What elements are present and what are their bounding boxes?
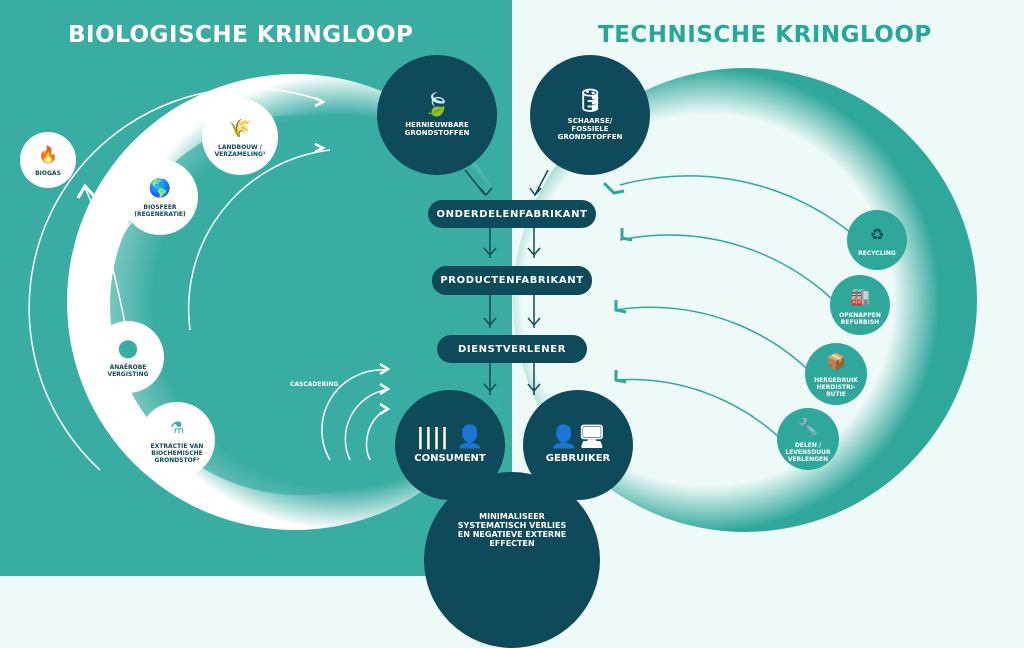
parts-manufacturer-step[interactable]: ONDERDELENFABRIKANT xyxy=(428,200,596,228)
minimise-losses-node[interactable]: MINIMALISEER SYSTEMATISCH VERLIES EN NEG… xyxy=(424,472,600,648)
flask-icon: ⚗ xyxy=(169,418,185,437)
renewable-resources-node[interactable]: 🍃 HERNIEUWBARE GRONDSTOFFEN xyxy=(377,55,497,175)
flow-arrows xyxy=(464,169,549,395)
reuse-node[interactable]: 📦 HERGEBRUIK HERDISTRI- BUTIE xyxy=(805,343,867,405)
biogas-node[interactable]: 🔥 BIOGAS xyxy=(20,132,76,188)
biological-cycle-title: BIOLOGISCHE KRINGLOOP xyxy=(68,22,414,48)
leaf-icon: 🍃 xyxy=(423,92,451,118)
cascading-label: CASCADERING xyxy=(290,381,339,388)
barcode-person-icon: |||| 👤 xyxy=(416,425,484,450)
anaerobic-digestion-node[interactable]: ⬤ ANAËROBE VERGISTING xyxy=(92,321,164,393)
factory-icon: 🏭 xyxy=(850,286,870,306)
wheat-fish-icon: 🌾 xyxy=(228,117,252,139)
oil-pump-icon: 🛢 xyxy=(576,88,604,114)
share-extend-node[interactable]: 🔧 DELEN / LEVENSDUUR VERLENGEN xyxy=(777,408,839,470)
agriculture-node[interactable]: 🌾 LANDBOUW / VERZAMELING¹ xyxy=(202,99,278,175)
biosphere-node[interactable]: 🌎 BIOSFEER (REGENERATIE) xyxy=(122,159,198,235)
technical-cycle-title: TECHNISCHE KRINGLOOP xyxy=(598,22,932,48)
service-provider-step[interactable]: DIENSTVERLENER xyxy=(437,335,587,363)
recycle-icon: ♻ xyxy=(869,225,885,244)
finite-resources-node[interactable]: 🛢 SCHAARSE/ FOSSIELE GRONDSTOFFEN xyxy=(530,55,650,175)
globe-icon: 🌎 xyxy=(148,177,172,199)
box-icon: 📦 xyxy=(826,352,846,371)
recycling-node[interactable]: ♻ RECYCLING xyxy=(847,210,907,270)
biochemical-extraction-node[interactable]: ⚗ EXTRACTIE VAN BIOCHEMISCHE GRONDSTOF² xyxy=(139,402,215,478)
flame-icon: 🔥 xyxy=(38,145,58,164)
product-manufacturer-step[interactable]: PRODUCTENFABRIKANT xyxy=(432,266,592,295)
person-computer-icon: 👤🖥 xyxy=(550,425,606,450)
refurbish-node[interactable]: 🏭 OPKNAPPEN REFURBISH xyxy=(830,275,890,335)
wrench-icon: 🔧 xyxy=(798,417,818,436)
bacteria-icon: ⬤ xyxy=(117,337,139,359)
